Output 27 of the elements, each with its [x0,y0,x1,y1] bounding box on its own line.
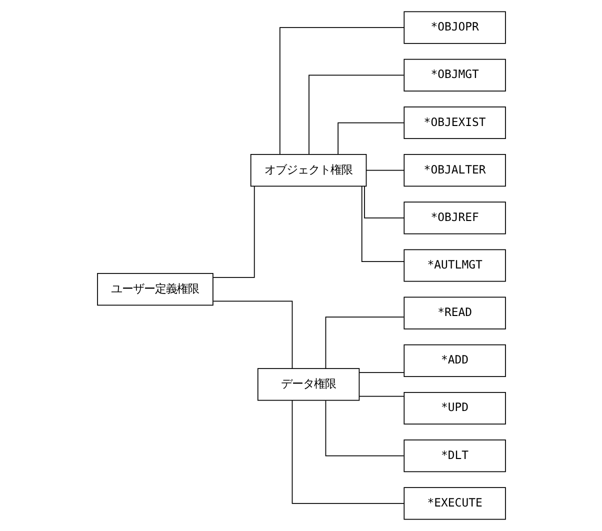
node-box: オブジェクト権限 [250,154,366,187]
connector [324,400,404,456]
node-box: *DLT [403,440,506,472]
connector [337,122,404,155]
connector [212,186,254,278]
node-box: *OBJALTER [403,154,506,187]
node-box: *AUTLMGT [403,249,506,282]
node-box: データ権限 [256,368,360,401]
node-box: *ADD [403,344,506,377]
node-box: *OBJOPR [403,11,506,44]
node-box: *OBJMGT [403,58,506,92]
node-box: ユーザー定義権限 [96,273,213,306]
connector [324,316,404,369]
node-box: *UPD [403,392,506,425]
node-box: *READ [403,296,506,330]
node-box: *OBJEXIST [403,106,506,140]
connector [278,27,404,155]
connector [358,396,404,397]
node-box: *EXECUTE [403,487,506,520]
connector [212,300,292,369]
connector [308,74,404,155]
node-box: *OBJREF [403,202,506,234]
connector [365,170,404,171]
connector [364,186,404,218]
connector [360,186,404,262]
connector [291,400,404,504]
connector [358,372,404,373]
